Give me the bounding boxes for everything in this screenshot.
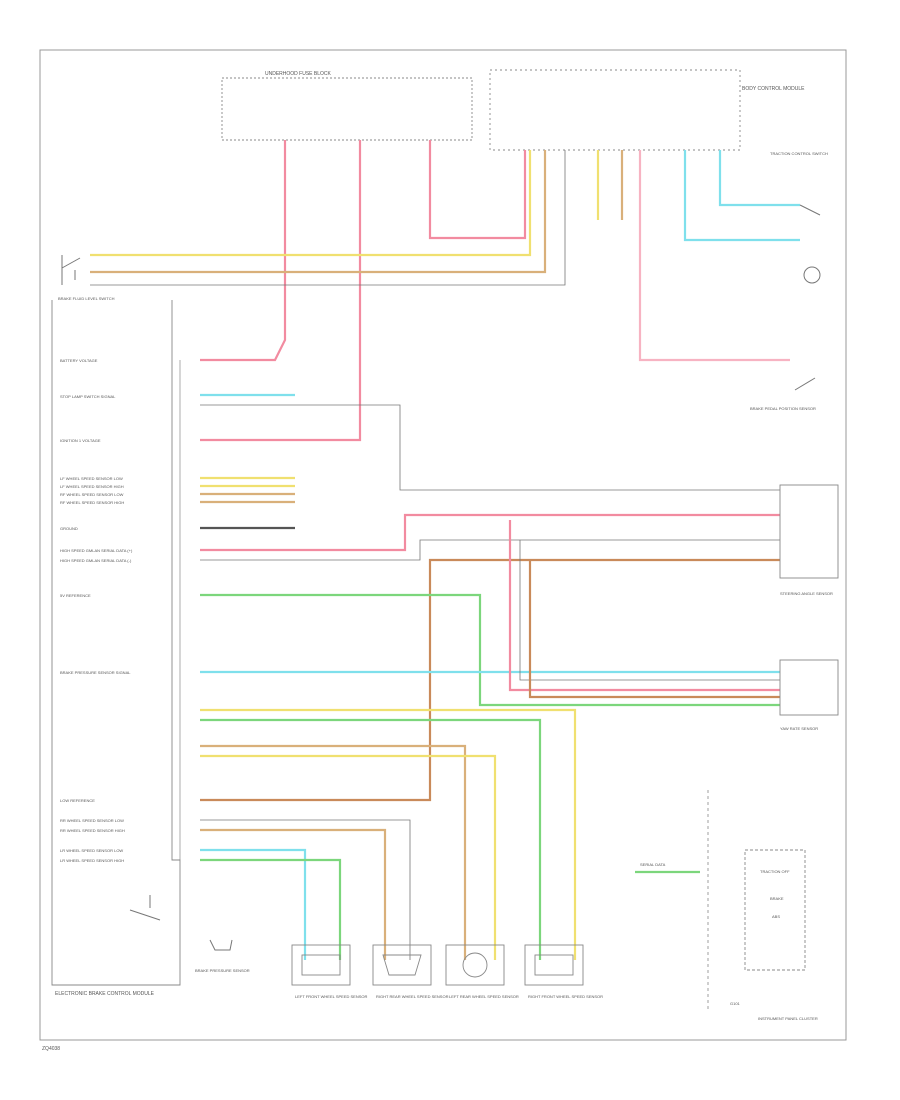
svg-text:BRAKE PRESSURE SENSOR SIGNAL: BRAKE PRESSURE SENSOR SIGNAL <box>60 670 131 675</box>
wire-yaw-pink <box>508 520 780 692</box>
fuse-block-outline <box>221 77 473 141</box>
rr-sensor-label: RIGHT REAR WHEEL SPEED SENSOR <box>376 994 449 999</box>
wire-lr-low <box>200 858 342 960</box>
abs-warning-label: ABS <box>772 914 780 919</box>
wire-stop-lamp-gray <box>200 404 780 491</box>
yaw-rate-sensor <box>779 659 839 716</box>
wire-fluid-gray <box>90 150 566 286</box>
wire-fluid-tan <box>90 150 547 274</box>
footer-code: ZQ4038 <box>42 1046 60 1052</box>
bcm-outline <box>489 69 741 151</box>
lf-sensor-label: LEFT FRONT WHEEL SPEED SENSOR <box>295 994 367 999</box>
wire-rf-low <box>200 718 542 960</box>
svg-text:HIGH SPEED GMLAN SERIAL DATA (: HIGH SPEED GMLAN SERIAL DATA (-) <box>60 558 132 563</box>
instrument-cluster-label: INSTRUMENT PANEL CLUSTER <box>758 1016 818 1021</box>
wire-yaw-gray <box>519 540 780 681</box>
brake-warning-label: BRAKE <box>770 896 784 901</box>
svg-text:LF WHEEL SPEED SENSOR LOW: LF WHEEL SPEED SENSOR LOW <box>60 476 123 481</box>
wire-5v-ref <box>200 558 780 802</box>
brake-pressure-sensor <box>129 895 233 951</box>
instrument-cluster <box>744 849 806 971</box>
wire-traction-1 <box>718 150 800 207</box>
lr-sensor-label: LEFT REAR WHEEL SPEED SENSOR <box>449 994 519 999</box>
ebcm-pin-labels: BATTERY VOLTAGE STOP LAMP SWITCH SIGNAL … <box>60 358 133 863</box>
wire-rf-high <box>200 708 577 960</box>
wire-lr-high <box>200 848 307 960</box>
svg-text:IGNITION 1 VOLTAGE: IGNITION 1 VOLTAGE <box>60 438 101 443</box>
traction-switch-label: TRACTION CONTROL SWITCH <box>770 151 828 156</box>
wire-gmlan-minus <box>200 539 780 561</box>
svg-text:STOP LAMP SWITCH SIGNAL: STOP LAMP SWITCH SIGNAL <box>60 394 116 399</box>
svg-text:RR WHEEL SPEED SENSOR HIGH: RR WHEEL SPEED SENSOR HIGH <box>60 828 125 833</box>
wire-rr-high <box>200 819 411 960</box>
brake-fluid-switch-label: BRAKE FLUID LEVEL SWITCH <box>58 296 115 301</box>
svg-text:GROUND: GROUND <box>60 526 78 531</box>
svg-text:LR WHEEL SPEED SENSOR LOW: LR WHEEL SPEED SENSOR LOW <box>60 848 123 853</box>
brake-lamp-label: BRAKE PEDAL POSITION SENSOR <box>750 406 816 411</box>
wire-wss-stubs <box>200 476 295 504</box>
wire-ignition-feed <box>200 140 362 442</box>
svg-text:LOW REFERENCE: LOW REFERENCE <box>60 798 95 803</box>
brake-pressure-label: BRAKE PRESSURE SENSOR <box>195 968 250 973</box>
wire-fluid-yellow <box>90 150 532 257</box>
serial-data-label: SERIAL DATA <box>640 862 666 867</box>
wire-rr-low <box>200 828 387 960</box>
wire-lf-low <box>200 754 497 960</box>
wire-yaw-green <box>200 593 780 707</box>
wire-yaw-brown <box>528 560 780 699</box>
wire-traction-2 <box>683 150 800 242</box>
wire-lf-high <box>200 744 467 960</box>
svg-text:RR WHEEL SPEED SENSOR LOW: RR WHEEL SPEED SENSOR LOW <box>60 818 124 823</box>
rf-sensor-label: RIGHT FRONT WHEEL SPEED SENSOR <box>528 994 603 999</box>
yaw-rate-label: YAW RATE SENSOR <box>780 726 818 731</box>
traction-control-switch <box>799 204 821 284</box>
rf-wheel-sensor <box>524 944 584 986</box>
svg-text:BATTERY VOLTAGE: BATTERY VOLTAGE <box>60 358 98 363</box>
lf-wheel-sensor <box>291 944 351 986</box>
svg-text:LR WHEEL SPEED SENSOR HIGH: LR WHEEL SPEED SENSOR HIGH <box>60 858 124 863</box>
steering-angle-label: STEERING ANGLE SENSOR <box>780 591 833 596</box>
ground-label: G101 <box>730 1001 741 1006</box>
svg-text:RF WHEEL SPEED SENSOR LOW: RF WHEEL SPEED SENSOR LOW <box>60 492 124 497</box>
brake-lamp-switch <box>794 377 816 391</box>
wire-gmlan-plus <box>200 513 780 552</box>
svg-text:LF WHEEL SPEED SENSOR HIGH: LF WHEEL SPEED SENSOR HIGH <box>60 484 124 489</box>
rr-wheel-sensor <box>372 944 432 986</box>
fuse-block-title: UNDERHOOD FUSE BLOCK <box>265 71 332 77</box>
traction-off-label: TRACTION OFF <box>760 869 790 874</box>
wire-battery-feed <box>200 140 287 362</box>
ebcm-outline <box>51 300 181 986</box>
svg-text:HIGH SPEED GMLAN SERIAL DATA (: HIGH SPEED GMLAN SERIAL DATA (+) <box>60 548 133 553</box>
svg-text:5V REFERENCE: 5V REFERENCE <box>60 593 91 598</box>
wire-brake-lamp <box>638 150 790 362</box>
ebcm-title: ELECTRONIC BRAKE CONTROL MODULE <box>55 991 155 997</box>
bcm-title: BODY CONTROL MODULE <box>742 86 805 92</box>
svg-text:RF WHEEL SPEED SENSOR HIGH: RF WHEEL SPEED SENSOR HIGH <box>60 500 124 505</box>
steering-angle-sensor <box>779 484 839 579</box>
brake-fluid-switch <box>61 255 81 285</box>
wire-fuse-to-bcm <box>428 140 527 240</box>
lr-wheel-sensor <box>445 944 505 986</box>
diagram-frame <box>39 49 847 1041</box>
